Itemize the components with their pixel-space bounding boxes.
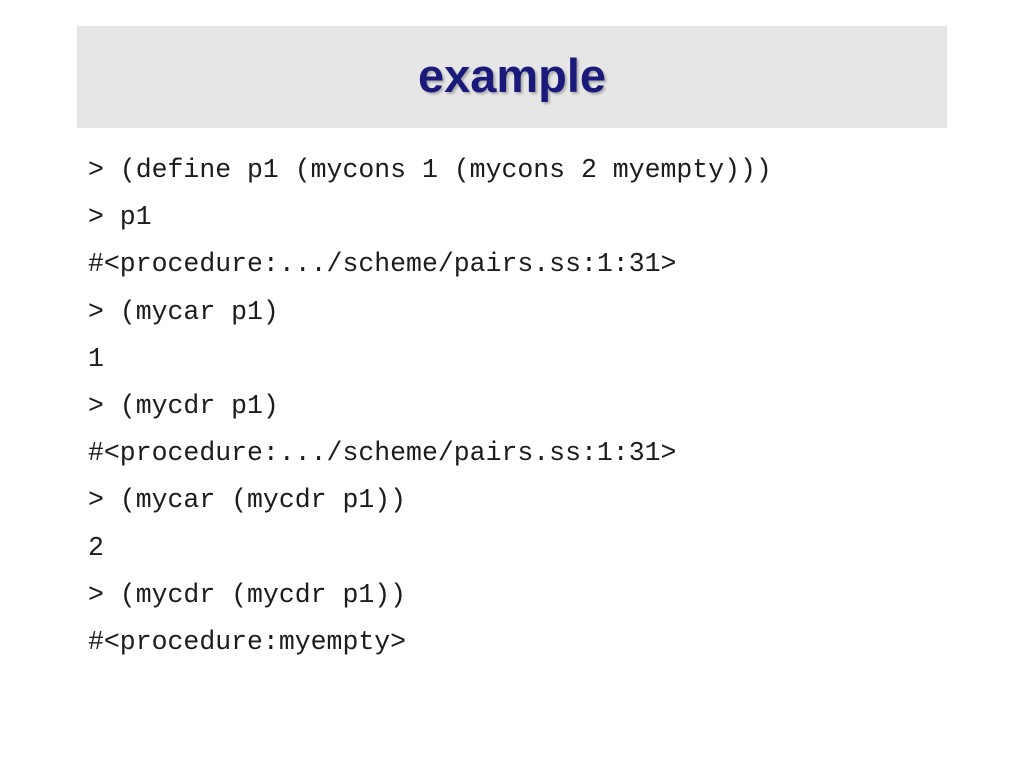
code-line-1: > (define p1 (mycons 1 (mycons 2 myempty… [88, 155, 772, 185]
code-line-4: > (mycar p1) [88, 296, 279, 327]
code-line-2: > p1 [88, 202, 152, 233]
code-line-11: #<procedure:myempty> [88, 626, 407, 657]
slide-title: example [417, 48, 607, 102]
code-line-8: > (mycar (mycdr p1)) [88, 485, 407, 516]
code-line-6: > (mycdr p1) [88, 390, 279, 421]
code-line-5: 1 [88, 343, 104, 374]
code-line-10: > (mycdr (mycdr p1)) [88, 579, 407, 610]
code-listing: > (define p1 (mycons 1 (mycons 2 myempty… [88, 147, 988, 666]
title-band: example [77, 26, 947, 128]
code-line-9: 2 [88, 532, 104, 563]
code-line-3: #<procedure:.../scheme/pairs.ss:1:31> [88, 249, 677, 280]
code-line-7: #<procedure:.../scheme/pairs.ss:1:31> [88, 438, 677, 469]
